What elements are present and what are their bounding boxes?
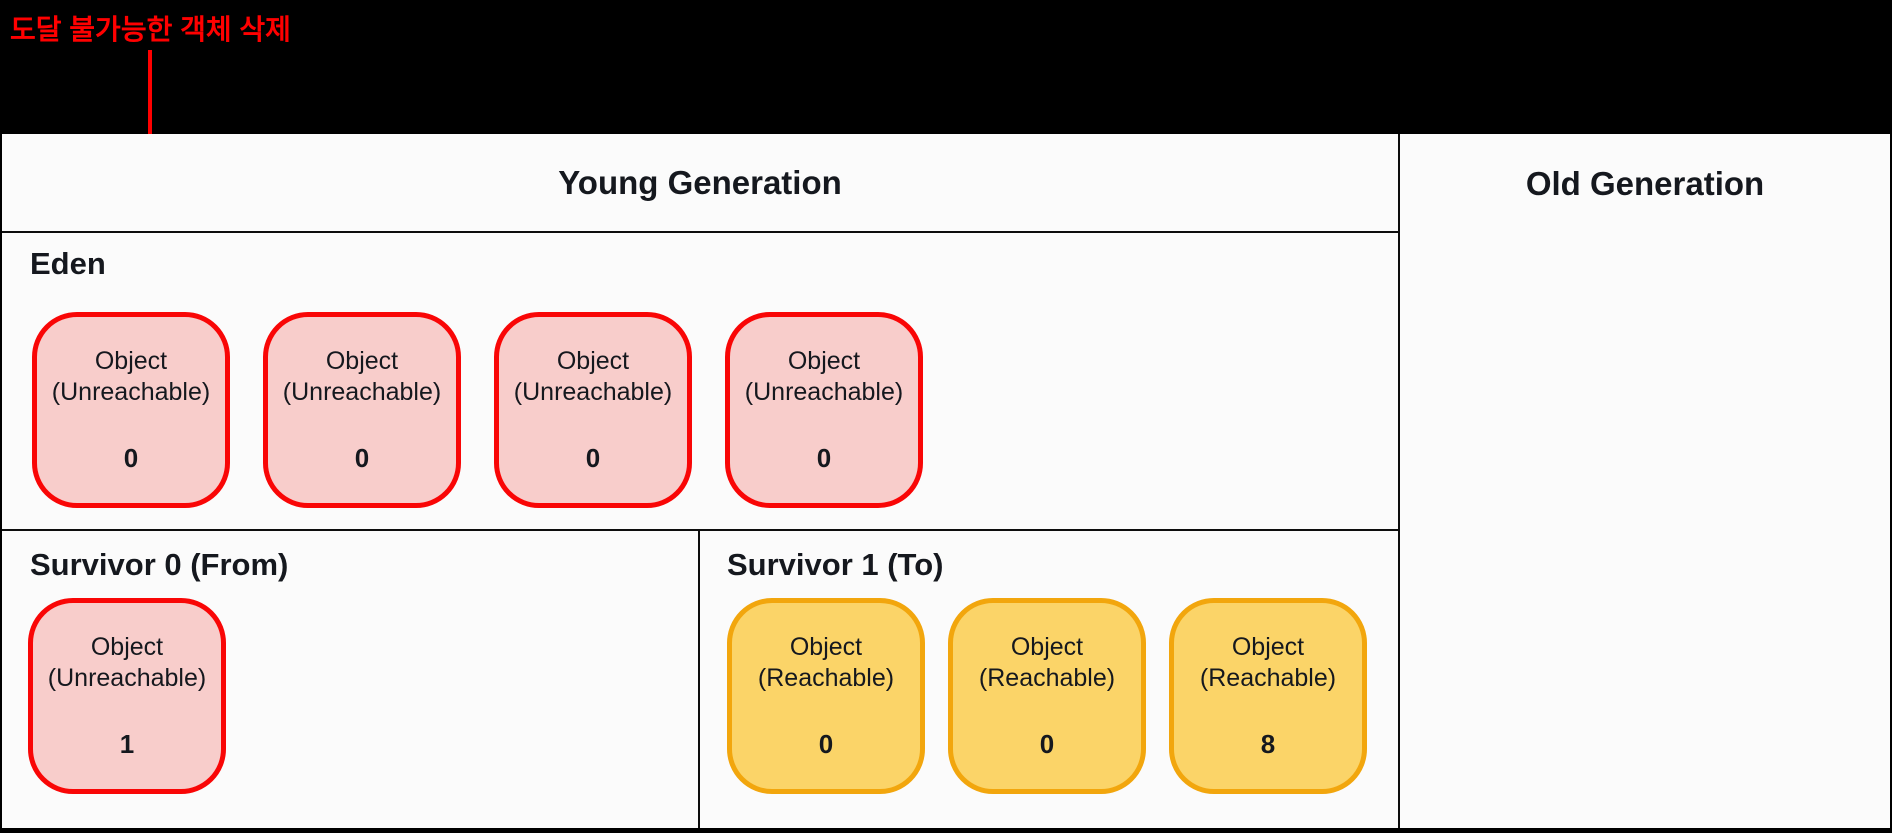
old-generation-header: Old Generation [1400,134,1890,233]
object-box-title: Object [325,347,399,375]
survivor-row: Survivor 0 (From) Object (Unreachable) 1… [2,531,1398,828]
survivor1-label: Survivor 1 (To) [727,547,944,582]
annotation-label: 도달 불가능한 객체 삭제 [10,14,291,45]
object-box-subtitle: (Unreachable) [51,378,211,406]
old-generation-title: Old Generation [1525,164,1765,202]
object-box: Object (Reachable) 0 [948,598,1146,794]
object-box-title: Object [789,633,863,661]
object-box: Object (Unreachable) 1 [28,598,226,794]
object-box-subtitle: (Reachable) [978,664,1116,692]
survivor0-label: Survivor 0 (From) [30,547,289,582]
object-box: Object (Unreachable) 0 [725,312,923,508]
object-box-value: 8 [1260,729,1276,759]
object-box-value: 0 [1039,729,1055,759]
object-box: Object (Unreachable) 0 [494,312,692,508]
object-box-title: Object [1010,633,1084,661]
heap-diagram-panel: Young Generation Eden Object (Unreachabl… [2,134,1890,828]
object-box-title: Object [1231,633,1305,661]
old-generation-region: Old Generation [1400,134,1890,828]
eden-box-row: Object (Unreachable) 0 Object (Unreachab… [32,312,1398,508]
object-box-value: 0 [354,443,370,473]
survivor1-box-row: Object (Reachable) 0 Object (Reachable) … [727,598,1398,794]
eden-section: Eden Object (Unreachable) 0 Object (Unre… [2,233,1398,531]
young-generation-region: Young Generation Eden Object (Unreachabl… [2,134,1400,828]
object-box: Object (Unreachable) 0 [263,312,461,508]
survivor1-section: Survivor 1 (To) Object (Reachable) 0 Obj… [700,531,1398,828]
young-generation-header: Young Generation [2,134,1398,233]
object-box-title: Object [556,347,630,375]
object-box-value: 0 [818,729,834,759]
eden-label: Eden [30,246,106,281]
object-box-title: Object [787,347,861,375]
object-box-subtitle: (Unreachable) [513,378,673,406]
object-box: Object (Unreachable) 0 [32,312,230,508]
object-box: Object (Reachable) 0 [727,598,925,794]
object-box-subtitle: (Unreachable) [282,378,442,406]
object-box-value: 0 [585,443,601,473]
object-box-subtitle: (Unreachable) [744,378,904,406]
object-box: Object (Reachable) 8 [1169,598,1367,794]
object-box-subtitle: (Reachable) [1199,664,1337,692]
object-box-title: Object [90,633,164,661]
object-box-value: 1 [119,729,135,759]
object-box-title: Object [94,347,168,375]
young-generation-title: Young Generation [558,163,842,201]
object-box-value: 0 [123,443,139,473]
object-box-subtitle: (Reachable) [757,664,895,692]
survivor0-box-row: Object (Unreachable) 1 [28,598,698,794]
object-box-subtitle: (Unreachable) [47,664,207,692]
survivor0-section: Survivor 0 (From) Object (Unreachable) 1 [2,531,700,828]
object-box-value: 0 [816,443,832,473]
